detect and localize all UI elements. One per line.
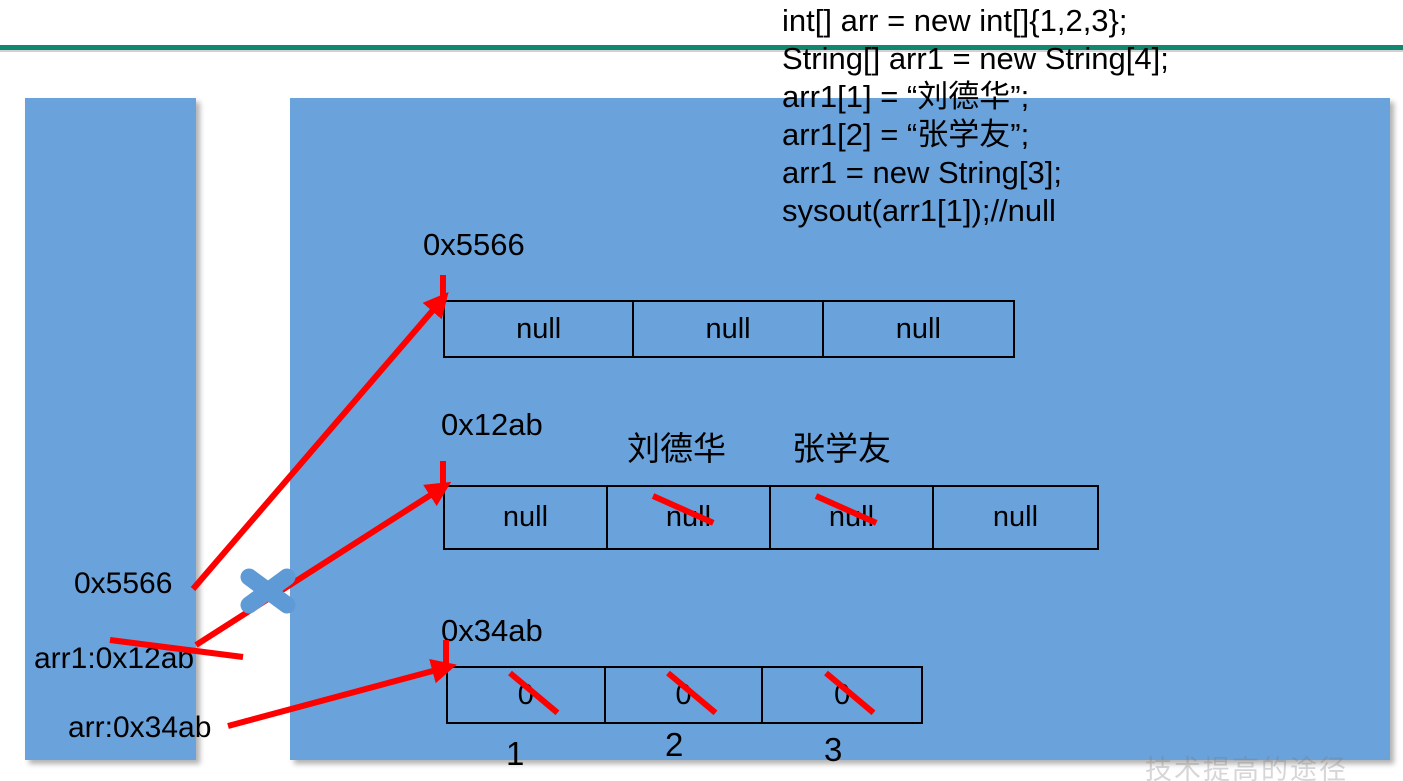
watermark: 技术提高的途径: [1145, 755, 1348, 781]
heap-panel: [290, 98, 1390, 760]
assigned-value-liudehua: 刘德华: [627, 430, 726, 467]
array-cell: 0: [606, 668, 764, 722]
code-line-3: arr1[1] = “刘德华”;: [782, 79, 1030, 114]
array-cell: null: [895, 312, 941, 345]
array-cell: null: [608, 487, 771, 548]
code-line-6: sysout(arr1[1]);//null: [782, 193, 1056, 228]
heap-address-0x12ab: 0x12ab: [441, 407, 543, 442]
array-cell: null: [445, 302, 635, 356]
top-accent-rule-shadow: [0, 50, 1403, 52]
array-cell: null: [634, 302, 824, 356]
array-cell: null: [771, 487, 934, 548]
array-index-label-1: 1: [506, 735, 525, 772]
array-0x5566: null null null: [443, 300, 1015, 358]
code-line-1: int[] arr = new int[]{1,2,3};: [782, 3, 1128, 38]
heap-address-0x5566: 0x5566: [423, 227, 525, 262]
array-cell: null: [992, 501, 1039, 533]
array-index-label-2: 2: [665, 726, 684, 763]
top-accent-rule: [0, 45, 1403, 50]
assigned-value-zhangxueyou: 张学友: [792, 430, 891, 467]
array-0x12ab: null null null null: [443, 485, 1099, 550]
array-0x34ab: 0 0 0: [446, 666, 923, 724]
stack-entry-arr: arr:0x34ab: [68, 711, 212, 744]
code-line-4: arr1[2] = “张学友”;: [782, 117, 1030, 152]
code-line-5: arr1 = new String[3];: [782, 155, 1062, 190]
code-listing: int[] arr = new int[]{1,2,3}; String[] a…: [782, 2, 1342, 230]
array-cell: null: [445, 487, 608, 548]
stack-entry-0x5566: 0x5566: [74, 567, 173, 600]
array-cell: 0: [763, 668, 921, 722]
heap-address-0x34ab: 0x34ab: [441, 613, 543, 648]
array-cell: 0: [448, 668, 606, 722]
stack-entry-arr1: arr1:0x12ab: [34, 642, 195, 675]
x-mark-icon: [240, 568, 296, 614]
code-line-2: String[] arr1 = new String[4];: [782, 41, 1169, 76]
array-index-label-3: 3: [824, 731, 843, 768]
